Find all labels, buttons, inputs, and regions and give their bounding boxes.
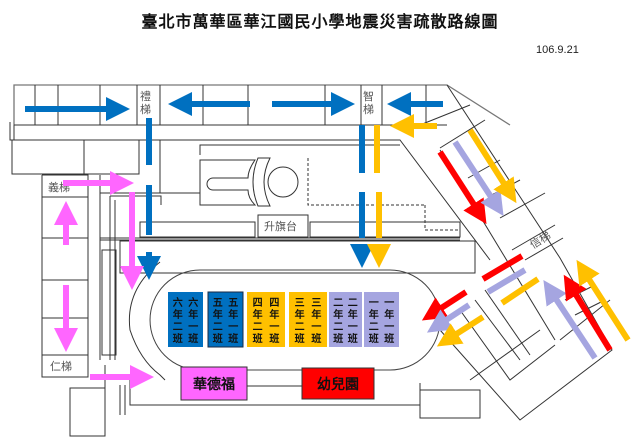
flag-platform-label: 升旗台 xyxy=(264,219,297,233)
class-zones: 六年二班六年一班五年二班五年一班四年二班四年一班三年二班三年一班二年二班二年一班… xyxy=(168,291,399,348)
class-label-char: 年 xyxy=(253,308,263,321)
class-label-char: 四 xyxy=(253,297,263,309)
stair-ren-label: 仁梯 xyxy=(50,360,72,373)
class-label-char: 五 xyxy=(213,297,223,309)
page-title: 臺北市萬華區華江國民小學地震災害疏散路線圖 xyxy=(141,12,499,31)
class-label-char: 班 xyxy=(384,332,394,345)
class-label-char: 三 xyxy=(311,297,321,309)
class-label-char: 班 xyxy=(173,332,183,345)
stair-zhi-label-2: 梯 xyxy=(363,103,374,116)
class-label-char: 年 xyxy=(348,308,358,321)
class-label-char: 三 xyxy=(295,297,305,309)
class-label-char: 六 xyxy=(188,296,198,309)
zone-grade-5 xyxy=(207,291,244,348)
class-label-char: 年 xyxy=(173,308,183,321)
zone-grade-3 xyxy=(289,292,327,347)
west-blocks xyxy=(11,139,140,175)
class-label-char: 六 xyxy=(173,296,183,309)
class-label-char: 一 xyxy=(269,322,279,333)
class-label-char: 一 xyxy=(228,322,238,333)
class-label-char: 一 xyxy=(369,298,379,309)
arrow-lavender xyxy=(452,140,504,217)
class-label-char: 年 xyxy=(213,308,223,321)
garden: 升旗台 xyxy=(139,157,461,238)
class-label-char: 一 xyxy=(311,322,321,333)
class-label-char: 年 xyxy=(228,308,238,321)
huadefu-building xyxy=(180,366,248,401)
huadefu-label: 華德福 xyxy=(193,376,235,393)
class-label-char: 年 xyxy=(333,308,343,321)
date-label: 106.9.21 xyxy=(536,44,579,56)
class-label-char: 班 xyxy=(228,332,238,345)
zone-grade-2 xyxy=(329,292,362,347)
class-label-char: 二 xyxy=(333,321,343,333)
class-label-char: 班 xyxy=(253,332,263,345)
zone-grade-1 xyxy=(364,292,399,347)
class-label-char: 年 xyxy=(311,308,321,321)
arrow-red xyxy=(437,150,487,225)
class-label-char: 二 xyxy=(348,297,358,309)
class-label-char: 五 xyxy=(228,297,238,309)
class-label-char: 二 xyxy=(369,321,379,333)
arrow-yellow xyxy=(576,259,631,342)
class-label-char: 班 xyxy=(311,332,321,345)
arrow-red xyxy=(481,253,524,282)
class-label-char: 年 xyxy=(295,308,305,321)
arrow-red xyxy=(563,274,613,352)
arrow-yellow xyxy=(436,314,485,347)
class-label-char: 二 xyxy=(213,321,223,333)
class-label-char: 班 xyxy=(295,332,305,345)
courtyard-walls xyxy=(100,192,476,360)
evacuation-arrows xyxy=(25,92,631,389)
stair-zhi-label-1: 智 xyxy=(363,89,374,103)
class-label-char: 二 xyxy=(173,321,183,333)
stair-li-label-1: 禮 xyxy=(140,90,151,103)
class-label-char: 年 xyxy=(269,308,279,321)
class-label-char: 二 xyxy=(333,297,343,309)
class-label-char: 一 xyxy=(188,322,198,333)
class-label-char: 二 xyxy=(295,321,305,333)
class-label-char: 一 xyxy=(348,322,358,333)
arrow-yellow xyxy=(500,276,540,306)
class-label-char: 一 xyxy=(384,298,394,309)
class-label-char: 班 xyxy=(348,332,358,345)
class-label-char: 班 xyxy=(333,332,343,345)
class-label-char: 班 xyxy=(369,332,379,345)
class-label-char: 年 xyxy=(369,308,379,321)
class-label-char: 年 xyxy=(188,308,198,321)
kindergarten-building xyxy=(301,367,375,400)
arrow-lavender xyxy=(486,267,527,295)
class-label-char: 班 xyxy=(188,332,198,345)
zone-grade-6 xyxy=(168,292,203,347)
stair-xin-label: 信梯 xyxy=(528,229,554,252)
arrow-lavender xyxy=(426,302,471,333)
arrow-yellow xyxy=(467,128,517,204)
zone-grade-4 xyxy=(247,292,285,347)
class-label-char: 一 xyxy=(384,322,394,333)
class-label-char: 四 xyxy=(269,297,279,309)
north-corridor xyxy=(9,122,491,261)
class-label-char: 二 xyxy=(253,321,263,333)
kindergarten-label: 幼兒園 xyxy=(317,376,359,393)
stair-li-label-2: 梯 xyxy=(140,103,151,116)
southeast-building xyxy=(419,84,613,421)
west-building xyxy=(41,174,126,437)
class-label-char: 班 xyxy=(213,332,223,345)
class-label-char: 年 xyxy=(384,308,394,321)
class-label-char: 班 xyxy=(269,332,279,345)
arrow-lavender xyxy=(543,279,598,360)
